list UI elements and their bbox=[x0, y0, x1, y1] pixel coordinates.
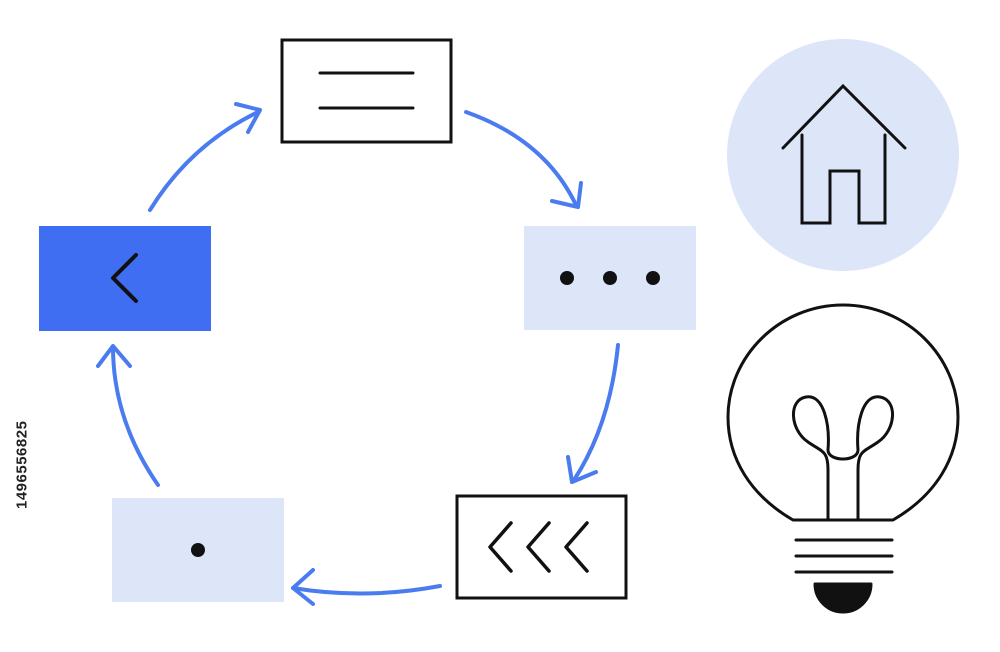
triple-chevron-left-icon bbox=[488, 521, 589, 573]
house-badge bbox=[727, 39, 959, 271]
house-badge-circle bbox=[727, 39, 959, 271]
arrowhead-right-to-bottomright bbox=[566, 455, 598, 484]
arrow-top-to-right bbox=[464, 110, 578, 207]
arrowhead-left-to-top bbox=[234, 102, 262, 134]
top-card bbox=[280, 38, 453, 144]
top-card-frame bbox=[280, 38, 453, 144]
left-card bbox=[39, 226, 211, 331]
arrowhead-top-to-right bbox=[550, 181, 583, 209]
bulb-filament bbox=[792, 395, 894, 522]
arrow-right-to-bottomright bbox=[572, 343, 620, 482]
arrow-left-to-top bbox=[148, 110, 260, 212]
bottom-right-card bbox=[455, 494, 628, 600]
house-icon bbox=[781, 83, 907, 225]
arrowhead-bottomright-to-bottomleft bbox=[291, 568, 315, 606]
left-card-frame bbox=[39, 226, 211, 331]
arrow-bottomleft-to-left bbox=[111, 345, 160, 487]
image-id-label: 1496556825 bbox=[13, 420, 31, 510]
bulb-cap bbox=[813, 582, 873, 614]
bottom-left-card bbox=[112, 498, 284, 602]
chevron-left-icon bbox=[111, 253, 138, 303]
cycle-arrows bbox=[96, 102, 620, 606]
ellipsis-icon bbox=[560, 271, 660, 285]
bulb-glass bbox=[726, 303, 960, 522]
lightbulb-icon bbox=[726, 303, 960, 614]
arrow-bottomright-to-bottomleft bbox=[291, 584, 442, 596]
menu-lines-icon bbox=[318, 71, 415, 110]
right-card bbox=[524, 226, 696, 330]
bottom-right-card-frame bbox=[455, 494, 628, 600]
dot-icon bbox=[191, 543, 205, 557]
arrowhead-bottomleft-to-left bbox=[96, 344, 132, 368]
